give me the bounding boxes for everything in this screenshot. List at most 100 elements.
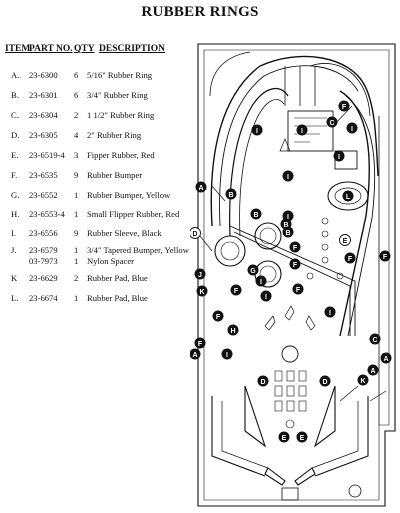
quantity: 4 <box>74 130 79 140</box>
item-letter: G. <box>11 190 20 200</box>
leader-line <box>334 105 353 125</box>
svg-text:L: L <box>346 194 351 201</box>
quantity: 2 <box>74 110 79 120</box>
callout-marker: G <box>247 264 259 276</box>
pop-bumper <box>220 241 240 261</box>
callout-marker: F <box>338 100 350 112</box>
insert-light <box>306 272 314 280</box>
pop-bumper <box>259 265 277 283</box>
callout-marker: J <box>194 268 206 280</box>
item-letter: F. <box>11 170 18 180</box>
left-orbit <box>210 55 379 227</box>
insert-light <box>321 256 329 264</box>
right-slingshot <box>313 385 336 448</box>
quantity: 6 <box>74 90 79 100</box>
top-lanes <box>284 66 316 106</box>
svg-text:D: D <box>260 379 265 386</box>
item-letter: L. <box>11 293 19 303</box>
right-inlane <box>311 401 359 469</box>
callout-marker: I <box>282 170 294 182</box>
part-number: 23-6553-4 <box>29 209 65 219</box>
parts-row: G. 23-6552 1 Rubber Bumper, Yellow <box>0 190 200 206</box>
right-upper-ramp <box>309 63 371 117</box>
col-header-item: ITEM <box>5 44 31 54</box>
right-scoop <box>327 181 369 211</box>
description: Fipper Rubber, Red <box>87 150 155 160</box>
callout-marker: B <box>225 188 237 200</box>
svg-text:I: I <box>329 310 331 317</box>
quantity: 1 <box>74 256 79 266</box>
quantity: 6 <box>74 70 79 80</box>
insert-rect <box>286 385 295 397</box>
description: 5/16" Rubber Ring <box>87 70 153 80</box>
insert-light <box>321 217 329 225</box>
leader-line <box>339 385 359 402</box>
parts-row: E. 23-6519-4 3 Fipper Rubber, Red <box>0 150 200 166</box>
description: 3/4" Tapered Bumper, Yellow <box>87 245 189 255</box>
insert-rect <box>298 370 307 382</box>
item-letter: E. <box>11 150 19 160</box>
right-scoop-inner <box>334 187 362 205</box>
description: Small Flipper Rubber, Red <box>87 209 180 219</box>
part-number: 03-7973 <box>29 256 58 266</box>
upper-right-bank <box>334 150 358 170</box>
parts-row: A. 23-6300 6 5/16" Rubber Ring <box>0 70 200 86</box>
svg-text:I: I <box>301 128 303 135</box>
right-outlane <box>314 396 369 477</box>
svg-text:K: K <box>360 378 365 385</box>
parts-row: I. 23-6556 9 Rubber Sleeve, Black <box>0 228 200 244</box>
callout-marker: F <box>194 337 206 349</box>
insert-light <box>285 419 295 429</box>
svg-text:I: I <box>351 126 353 133</box>
parts-row: B. 23-6301 6 3/4" Rubber Ring <box>0 90 200 106</box>
left-slingshot <box>244 385 267 448</box>
callout-marker: F <box>289 241 301 253</box>
callout-marker: B <box>250 208 262 220</box>
center-insert <box>281 345 299 363</box>
parts-row: C. 23-6304 2 1 1/2" Rubber Ring <box>0 110 200 126</box>
callout-marker: D <box>257 375 269 387</box>
part-number: 23-6552 <box>29 190 58 200</box>
callout-marker: I <box>296 124 308 136</box>
svg-text:I: I <box>260 279 262 286</box>
part-number: 23-6519-4 <box>29 150 65 160</box>
pop-bumper <box>259 227 277 245</box>
playfield-diagram: A B B B F C I I I I I L I B F F F F J G … <box>190 43 396 507</box>
svg-text:F: F <box>234 288 239 295</box>
svg-text:A: A <box>192 352 197 359</box>
quantity: 1 <box>74 293 79 303</box>
parts-row: J. 23-6579 1 3/4" Tapered Bumper, Yellow <box>0 245 200 261</box>
left-inlane <box>221 401 269 469</box>
part-number: 23-6304 <box>29 110 58 120</box>
svg-text:F: F <box>216 314 221 321</box>
callout-marker: D <box>190 227 201 239</box>
svg-text:F: F <box>198 341 203 348</box>
item-letter: K <box>11 273 18 283</box>
svg-text:B: B <box>228 192 233 199</box>
upper-left-guide <box>209 51 251 97</box>
svg-text:I: I <box>256 128 258 135</box>
callout-marker: E <box>339 234 351 246</box>
quantity: 1 <box>74 209 79 219</box>
part-number: 23-6300 <box>29 70 58 80</box>
callout-marker: F <box>344 252 356 264</box>
svg-text:I: I <box>287 214 289 221</box>
playfield-arrow <box>305 315 316 331</box>
svg-text:A: A <box>198 185 203 192</box>
svg-text:G: G <box>250 268 256 275</box>
svg-text:F: F <box>293 245 298 252</box>
callout-marker: A <box>367 364 379 376</box>
callout-marker: I <box>255 275 267 287</box>
callout-marker: D <box>319 375 331 387</box>
item-letter: J. <box>11 245 17 255</box>
habitrail-2 <box>345 95 376 337</box>
callout-marker: I <box>324 306 336 318</box>
insert-rect <box>298 385 307 397</box>
callout-marker: F <box>212 310 224 322</box>
svg-text:B: B <box>285 230 290 237</box>
part-number: 23-6556 <box>29 228 58 238</box>
pop-bumper <box>254 222 282 250</box>
center-ramp-wire <box>233 231 351 336</box>
top-assembly <box>287 110 334 152</box>
callout-marker: I <box>251 124 263 136</box>
